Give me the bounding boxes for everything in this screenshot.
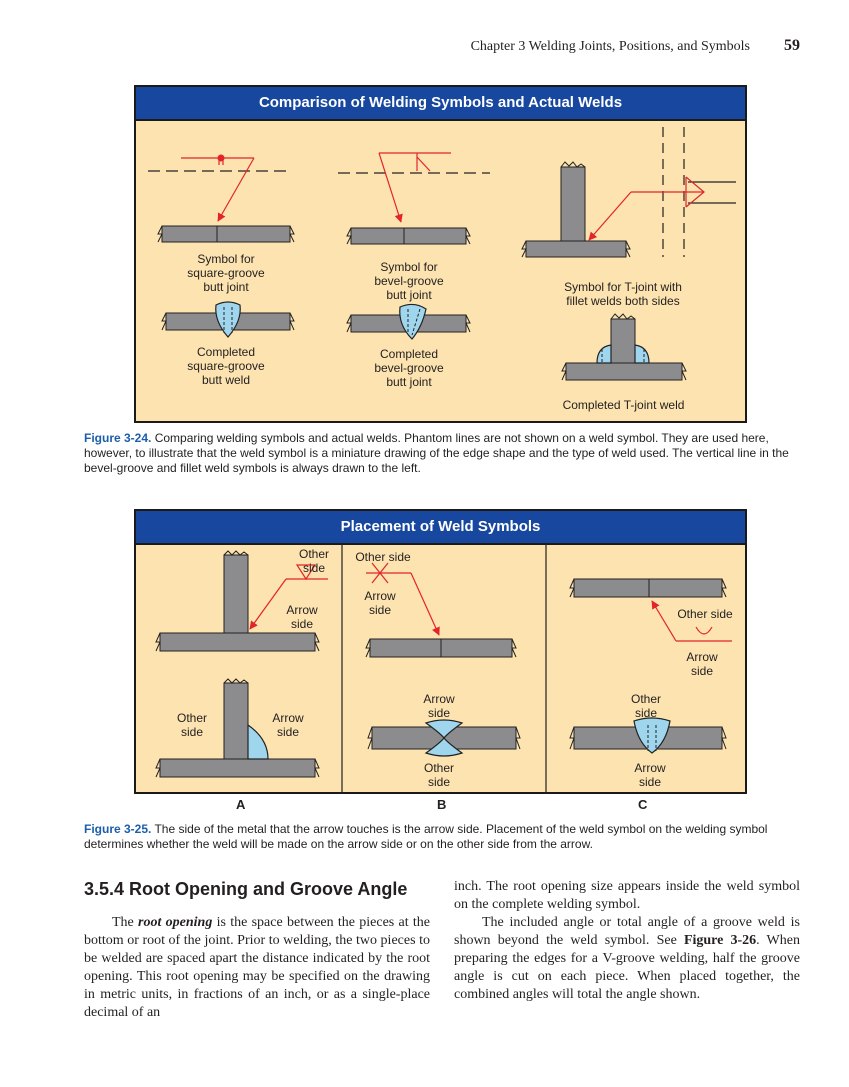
column-a-top-tjoint: [155, 550, 328, 652]
column-c-top-butt: [569, 578, 732, 642]
completed-square-groove-weld: [161, 301, 295, 338]
figure-3-24-drawing: [148, 127, 736, 381]
bevel-groove-symbol: [338, 152, 490, 245]
body-column-right: inch. The root opening size appears insi…: [454, 878, 800, 1004]
column-label-b: B: [437, 797, 447, 812]
column-label-c: C: [638, 797, 648, 812]
label-b-arrow-side-top: Arrow side: [364, 589, 396, 617]
column-b-bottom-butt: [367, 719, 521, 757]
figure-title: Comparison of Welding Symbols and Actual…: [136, 87, 745, 121]
column-c-bottom-butt: [569, 717, 727, 754]
completed-bevel-groove-joint: [346, 303, 471, 340]
completed-tjoint-weld: [561, 313, 687, 381]
label-c-arrow-side-bottom: Arrow side: [634, 761, 666, 789]
paragraph-continued: inch. The root opening size appears insi…: [454, 879, 800, 912]
caption-figure-number: Figure 3-25.: [84, 822, 152, 836]
label-symbol-square-groove: Symbol for square-groove butt joint: [187, 252, 265, 294]
label-a-arrow-side-bottom: Arrow side: [272, 711, 304, 739]
tjoint-symbol: [521, 127, 736, 258]
figure-3-25-drawing: [155, 543, 732, 794]
page-number: 59: [784, 37, 800, 54]
square-groove-symbol: [148, 154, 295, 243]
label-c-other-side-top: Other side: [677, 607, 733, 621]
label-c-other-side-bottom: Other side: [630, 692, 661, 720]
label-a-other-side-top: Other side: [298, 547, 329, 575]
figure-3-24: Comparison of Welding Symbols and Actual…: [134, 85, 747, 423]
label-completed-square-groove: Completed square-groove butt weld: [187, 345, 265, 387]
caption-text: The side of the metal that the arrow tou…: [84, 822, 768, 851]
section-heading: 3.5.4 Root Opening and Groove Angle: [84, 879, 408, 899]
paragraph-groove-angle: The included angle or total angle of a g…: [454, 915, 800, 1002]
figure-3-25-caption: Figure 3-25. The side of the metal that …: [84, 822, 800, 852]
label-completed-tjoint: Completed T-joint weld: [562, 398, 685, 412]
figure-3-25: Placement of Weld Symbols: [134, 509, 747, 794]
label-completed-bevel-groove: Completed bevel-groove butt joint: [374, 347, 444, 389]
caption-figure-number: Figure 3-24.: [84, 431, 152, 445]
label-symbol-tjoint: Symbol for T-joint with fillet welds bot…: [564, 280, 682, 308]
figure-reference: Figure 3-26: [683, 933, 757, 948]
label-b-other-side-top: Other side: [355, 550, 411, 564]
label-c-arrow-side-top: Arrow side: [686, 650, 718, 678]
label-a-other-side-bottom: Other side: [176, 711, 207, 739]
figure-title: Placement of Weld Symbols: [136, 511, 745, 545]
running-header: Chapter 3 Welding Joints, Positions, and…: [470, 39, 750, 54]
label-symbol-bevel-groove: Symbol for bevel-groove butt joint: [374, 260, 444, 302]
column-b-top-butt: [365, 562, 517, 658]
label-a-arrow-side-top: Arrow side: [286, 603, 318, 631]
figure-3-24-caption: Figure 3-24. Comparing welding symbols a…: [84, 431, 800, 476]
label-b-arrow-side-mid: Arrow side: [423, 692, 455, 720]
term-root-opening: root opening: [138, 915, 213, 930]
column-a-bottom-tjoint: [155, 678, 320, 778]
label-b-other-side-bottom: Other side: [423, 761, 454, 789]
paragraph-root-opening: The root opening is the space between th…: [84, 915, 431, 1020]
column-label-a: A: [236, 797, 246, 812]
body-column-left: The root opening is the space between th…: [84, 914, 430, 1022]
caption-text: Comparing welding symbols and actual wel…: [84, 431, 789, 475]
